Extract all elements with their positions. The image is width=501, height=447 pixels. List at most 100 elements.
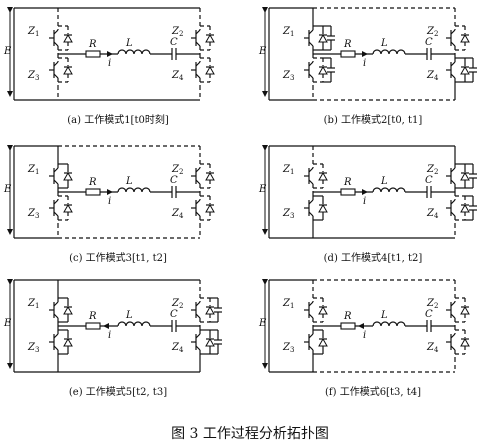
switch-label: Z4 [426, 208, 439, 220]
source-label: E [258, 184, 267, 195]
igbt-switch-icon [191, 160, 201, 192]
switch-label: Z4 [171, 342, 184, 354]
capacitor-icon [465, 195, 477, 221]
inductor-label: L [125, 310, 133, 321]
current-label: i [363, 330, 366, 341]
resistor-icon [340, 188, 356, 196]
diode-icon [455, 297, 470, 323]
capacitor-icon [171, 320, 177, 332]
igbt-switch-icon [446, 160, 456, 192]
capacitor-label: C [425, 309, 433, 320]
resistor-label: R [88, 39, 97, 50]
igbt-switch-icon [446, 326, 456, 358]
igbt-switch-icon [191, 22, 201, 54]
resistor-label: R [343, 311, 352, 322]
switch-label: Z2 [171, 164, 183, 176]
inductor-label: L [380, 38, 388, 49]
source-label: E [3, 318, 12, 329]
igbt-switch-icon [446, 294, 456, 326]
resistor-icon [85, 322, 101, 330]
capacitor-icon [323, 57, 335, 83]
resistor-icon [340, 50, 356, 58]
inductor-label: L [125, 176, 133, 187]
diode-icon [58, 163, 73, 189]
diode-icon [313, 25, 328, 51]
diode-icon [58, 329, 73, 355]
igbt-switch-icon [49, 22, 59, 54]
igbt-switch-icon [304, 54, 314, 86]
diode-icon [455, 57, 470, 83]
current-label: i [108, 196, 111, 207]
resistor-icon [85, 50, 101, 58]
resistor-label: R [343, 177, 352, 188]
resistor-label: R [88, 311, 97, 322]
diode-icon [200, 25, 215, 51]
diode-icon [455, 163, 470, 189]
diode-icon [455, 195, 470, 221]
switch-label: Z2 [171, 26, 183, 38]
source-label: E [258, 318, 267, 329]
diode-icon [313, 329, 328, 355]
panel-caption: (f) 工作模式6[t3, t4] [325, 385, 421, 398]
switch-label: Z2 [426, 26, 438, 38]
switch-label: Z3 [282, 342, 294, 354]
panel-caption: (a) 工作模式1[t0时刻] [67, 113, 169, 126]
inductor-icon [117, 49, 151, 55]
capacitor-label: C [425, 175, 433, 186]
switch-label: Z1 [27, 164, 39, 176]
current-label: i [363, 196, 366, 207]
igbt-switch-icon [191, 54, 201, 86]
igbt-switch-icon [49, 160, 59, 192]
capacitor-icon [210, 329, 222, 355]
source-label: E [3, 46, 12, 57]
capacitor-label: C [170, 309, 178, 320]
igbt-switch-icon [304, 326, 314, 358]
switch-label: Z2 [426, 298, 438, 310]
switch-label: Z4 [426, 342, 439, 354]
resistor-icon [340, 322, 356, 330]
switch-label: Z3 [27, 208, 39, 220]
switch-label: Z2 [426, 164, 438, 176]
panel-caption: (c) 工作模式3[t1, t2] [69, 251, 167, 264]
current-label: i [108, 330, 111, 341]
igbt-switch-icon [446, 54, 456, 86]
switch-label: Z1 [27, 298, 39, 310]
igbt-switch-icon [191, 294, 201, 326]
inductor-label: L [380, 176, 388, 187]
current-label: i [363, 58, 366, 69]
diode-icon [455, 25, 470, 51]
diode-icon [200, 163, 215, 189]
diode-icon [313, 163, 328, 189]
inductor-icon [372, 321, 406, 327]
diode-icon [313, 195, 328, 221]
switch-label: Z1 [282, 164, 294, 176]
switch-label: Z3 [27, 70, 39, 82]
inductor-label: L [125, 38, 133, 49]
inductor-icon [117, 187, 151, 193]
switch-label: Z1 [282, 298, 294, 310]
capacitor-icon [171, 48, 177, 60]
capacitor-icon [210, 297, 222, 323]
inductor-icon [372, 49, 406, 55]
capacitor-label: C [170, 37, 178, 48]
diode-icon [58, 57, 73, 83]
current-label: i [108, 58, 111, 69]
igbt-switch-icon [446, 22, 456, 54]
capacitor-icon [465, 57, 477, 83]
inductor-icon [372, 187, 406, 193]
igbt-switch-icon [49, 54, 59, 86]
switch-label: Z1 [27, 26, 39, 38]
switch-label: Z4 [171, 208, 184, 220]
diode-icon [200, 195, 215, 221]
panel-caption: (b) 工作模式2[t0, t1] [324, 113, 423, 126]
resistor-label: R [343, 39, 352, 50]
diode-icon [200, 57, 215, 83]
panel-caption: (e) 工作模式5[t2, t3] [69, 385, 167, 398]
